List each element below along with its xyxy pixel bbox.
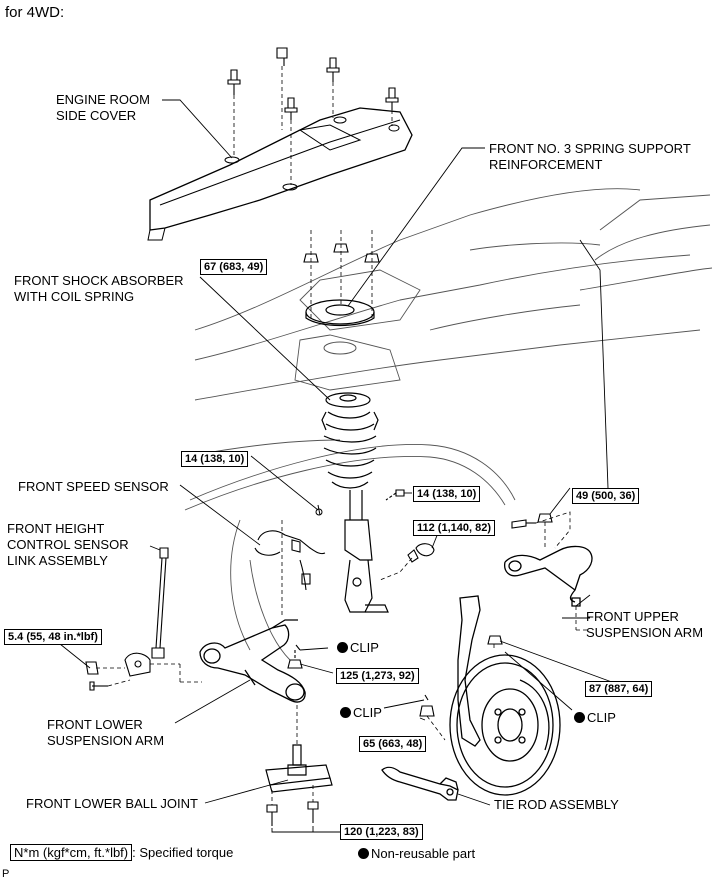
torque-spec: 67 (683, 49)	[200, 259, 268, 275]
corner-mark: P	[2, 868, 10, 880]
legend-torque-desc: : Specified torque	[132, 845, 234, 860]
label-upper-suspension-arm: FRONT UPPER SUSPENSION ARM	[586, 609, 704, 640]
clip-label: CLIP	[337, 640, 379, 656]
nonreusable-dot-icon	[340, 707, 351, 718]
nonreusable-dot-icon	[574, 712, 585, 723]
engine-room-side-cover	[147, 107, 413, 241]
front-lower-ball-joint	[265, 744, 333, 793]
legend-torque-unit: N*m (kgf*cm, ft.*lbf)	[10, 844, 133, 861]
label-spring-support-reinforcement: FRONT NO. 3 SPRING SUPPORT REINFORCEMENT	[489, 141, 691, 172]
label-engine-room-side-cover: ENGINE ROOM SIDE COVER	[56, 92, 150, 123]
height-sensor-link	[85, 547, 169, 691]
front-upper-suspension-arm	[504, 545, 593, 607]
torque-spec: 87 (887, 64)	[585, 681, 653, 697]
spring-support-reinforcement	[305, 299, 375, 327]
clip-label: CLIP	[574, 710, 616, 726]
nonreusable-dot-icon	[358, 848, 369, 859]
shock-absorber	[321, 392, 389, 613]
label-lower-suspension-arm: FRONT LOWER SUSPENSION ARM	[47, 717, 165, 748]
support-nuts	[303, 243, 380, 263]
torque-spec: 65 (663, 48)	[359, 736, 427, 752]
torque-spec: 5.4 (55, 48 in.*lbf)	[4, 629, 102, 645]
clip-label: CLIP	[340, 705, 382, 721]
front-speed-sensor	[254, 530, 326, 591]
label-ball-joint: FRONT LOWER BALL JOINT	[26, 796, 198, 811]
cover-bolts	[227, 47, 399, 120]
tie-rod-assembly	[381, 766, 459, 801]
label-height-sensor: FRONT HEIGHT CONTROL SENSOR LINK ASSEMBL…	[7, 521, 129, 568]
torque-spec: 49 (500, 36)	[572, 488, 640, 504]
torque-spec: 14 (138, 10)	[413, 486, 481, 502]
legend: N*m (kgf*cm, ft.*lbf): Specified torque	[10, 844, 234, 861]
torque-spec: 125 (1,273, 92)	[336, 668, 419, 684]
legend-nonreusable: Non-reusable part	[358, 846, 475, 862]
heading-text: for 4WD:	[5, 4, 65, 21]
body-panel-lines	[184, 188, 713, 661]
torque-spec: 120 (1,223, 83)	[340, 824, 423, 840]
torque-spec: 112 (1,140, 82)	[413, 520, 496, 536]
label-speed-sensor: FRONT SPEED SENSOR	[18, 479, 169, 494]
label-shock-absorber: FRONT SHOCK ABSORBER WITH COIL SPRING	[14, 273, 184, 304]
steering-knuckle	[449, 595, 561, 796]
nonreusable-dot-icon	[337, 642, 348, 653]
front-lower-suspension-arm	[199, 619, 306, 703]
label-tie-rod: TIE ROD ASSEMBLY	[494, 797, 619, 812]
torque-spec: 14 (138, 10)	[181, 451, 249, 467]
